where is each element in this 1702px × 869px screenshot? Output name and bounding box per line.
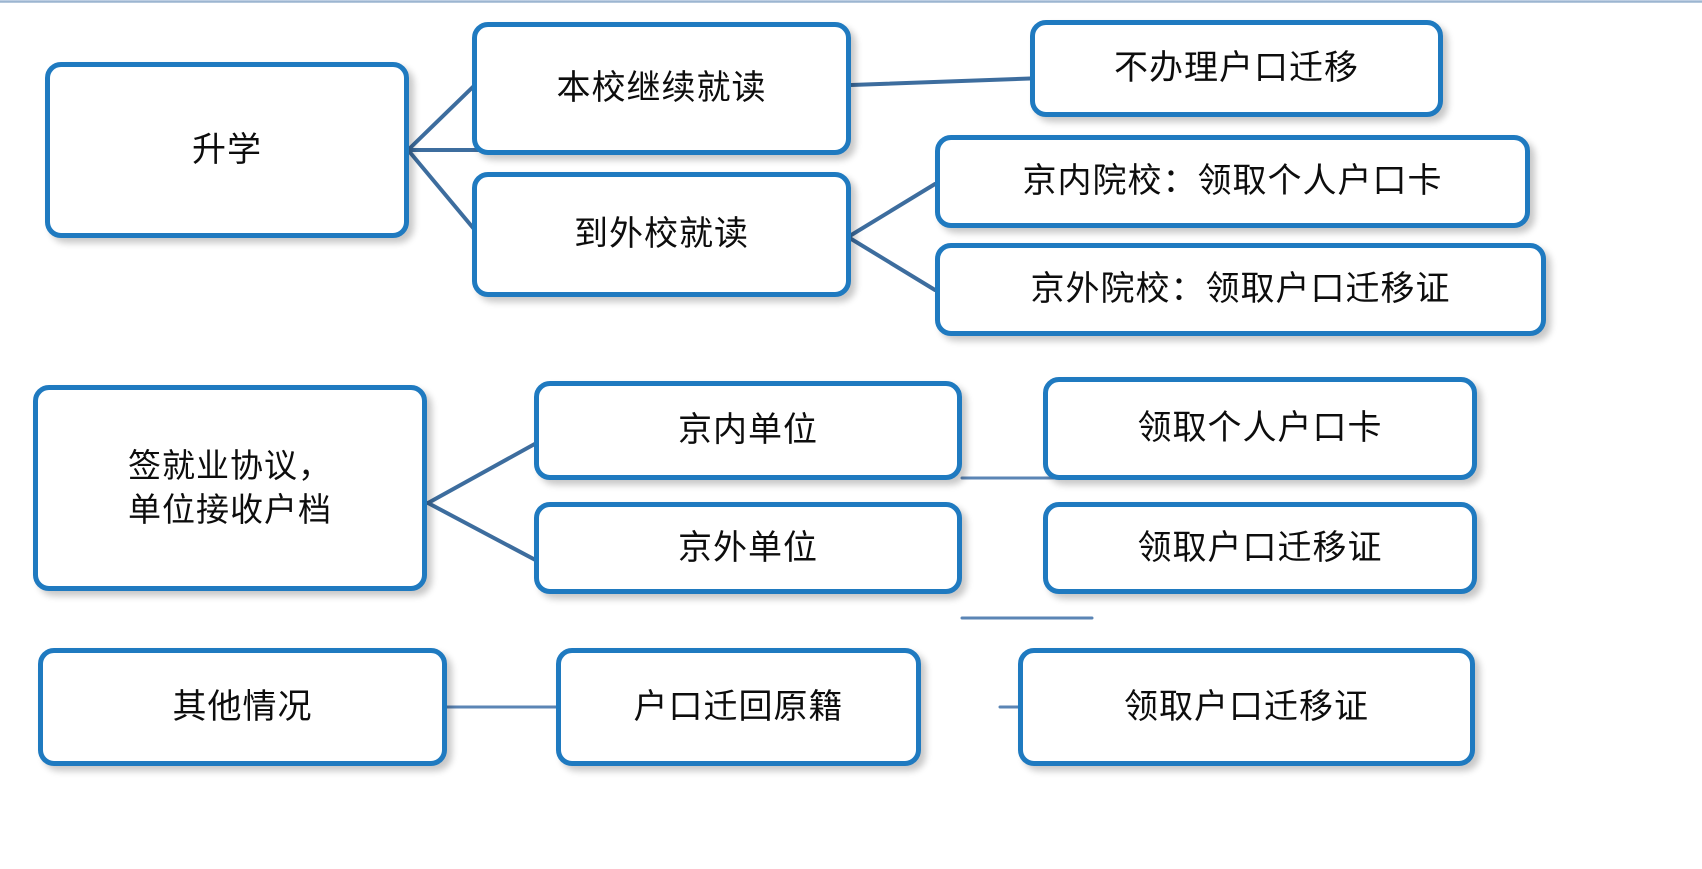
node-get-personal-card[interactable]: 领取个人户口卡 <box>1043 377 1477 480</box>
node-get-transfer-cert-2[interactable]: 领取户口迁移证 <box>1018 648 1475 766</box>
top-rule-divider <box>0 0 1702 3</box>
node-get-transfer-cert[interactable]: 领取户口迁移证 <box>1043 502 1477 594</box>
node-other-case[interactable]: 其他情况 <box>38 648 447 766</box>
node-employment-agreement[interactable]: 签就业协议， 单位接收户档 <box>33 385 427 591</box>
node-other-school[interactable]: 到外校就读 <box>472 172 851 297</box>
node-no-transfer[interactable]: 不办理户口迁移 <box>1030 20 1443 117</box>
node-beijing-employer[interactable]: 京内单位 <box>534 381 962 480</box>
node-beijing-school-card[interactable]: 京内院校：领取个人户口卡 <box>935 135 1530 228</box>
node-return-hometown[interactable]: 户口迁回原籍 <box>556 648 921 766</box>
connector-further-study-branch <box>406 79 482 237</box>
connector-other-school-branch <box>846 182 937 292</box>
node-outside-school-cert[interactable]: 京外院校：领取户口迁移证 <box>935 243 1546 336</box>
node-stay-same-school[interactable]: 本校继续就读 <box>472 22 851 155</box>
node-further-study[interactable]: 升学 <box>45 62 409 238</box>
node-outside-employer[interactable]: 京外单位 <box>534 502 962 594</box>
